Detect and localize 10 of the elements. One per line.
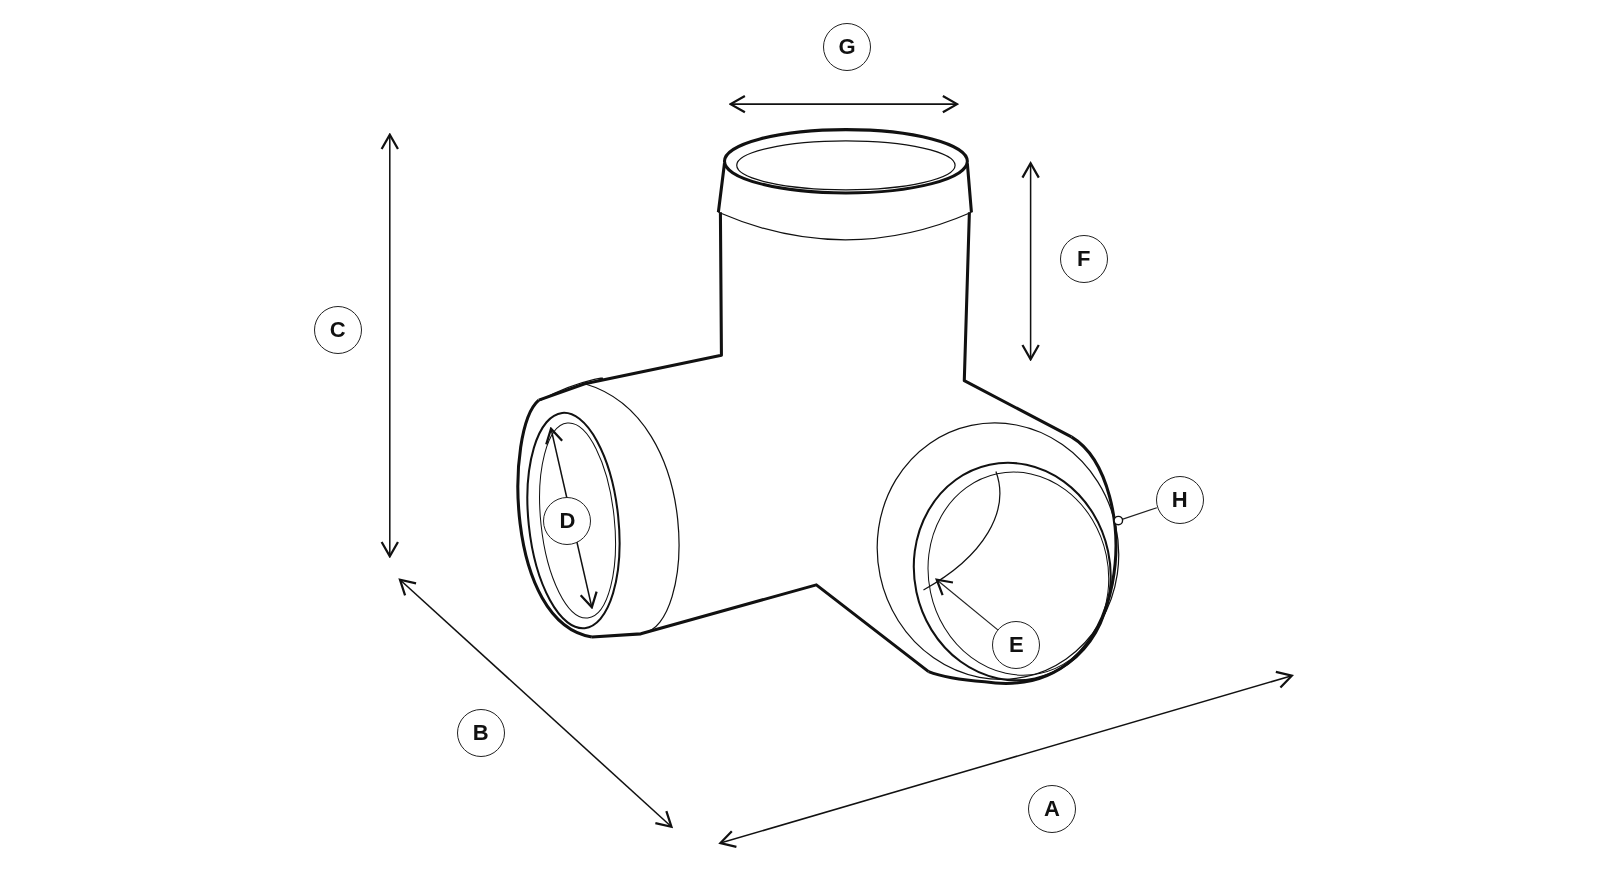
callout-letter: G — [822, 22, 871, 71]
callout-letter: A — [1028, 785, 1077, 834]
callout-letter: F — [1059, 235, 1108, 284]
callout-letter: B — [456, 708, 505, 757]
callout-letter: C — [313, 305, 362, 354]
callout-letter: H — [1155, 476, 1204, 525]
callout-letter: E — [992, 621, 1041, 670]
leader-line — [935, 578, 999, 631]
callout-letter: D — [543, 496, 592, 545]
leader-line — [1113, 507, 1158, 526]
